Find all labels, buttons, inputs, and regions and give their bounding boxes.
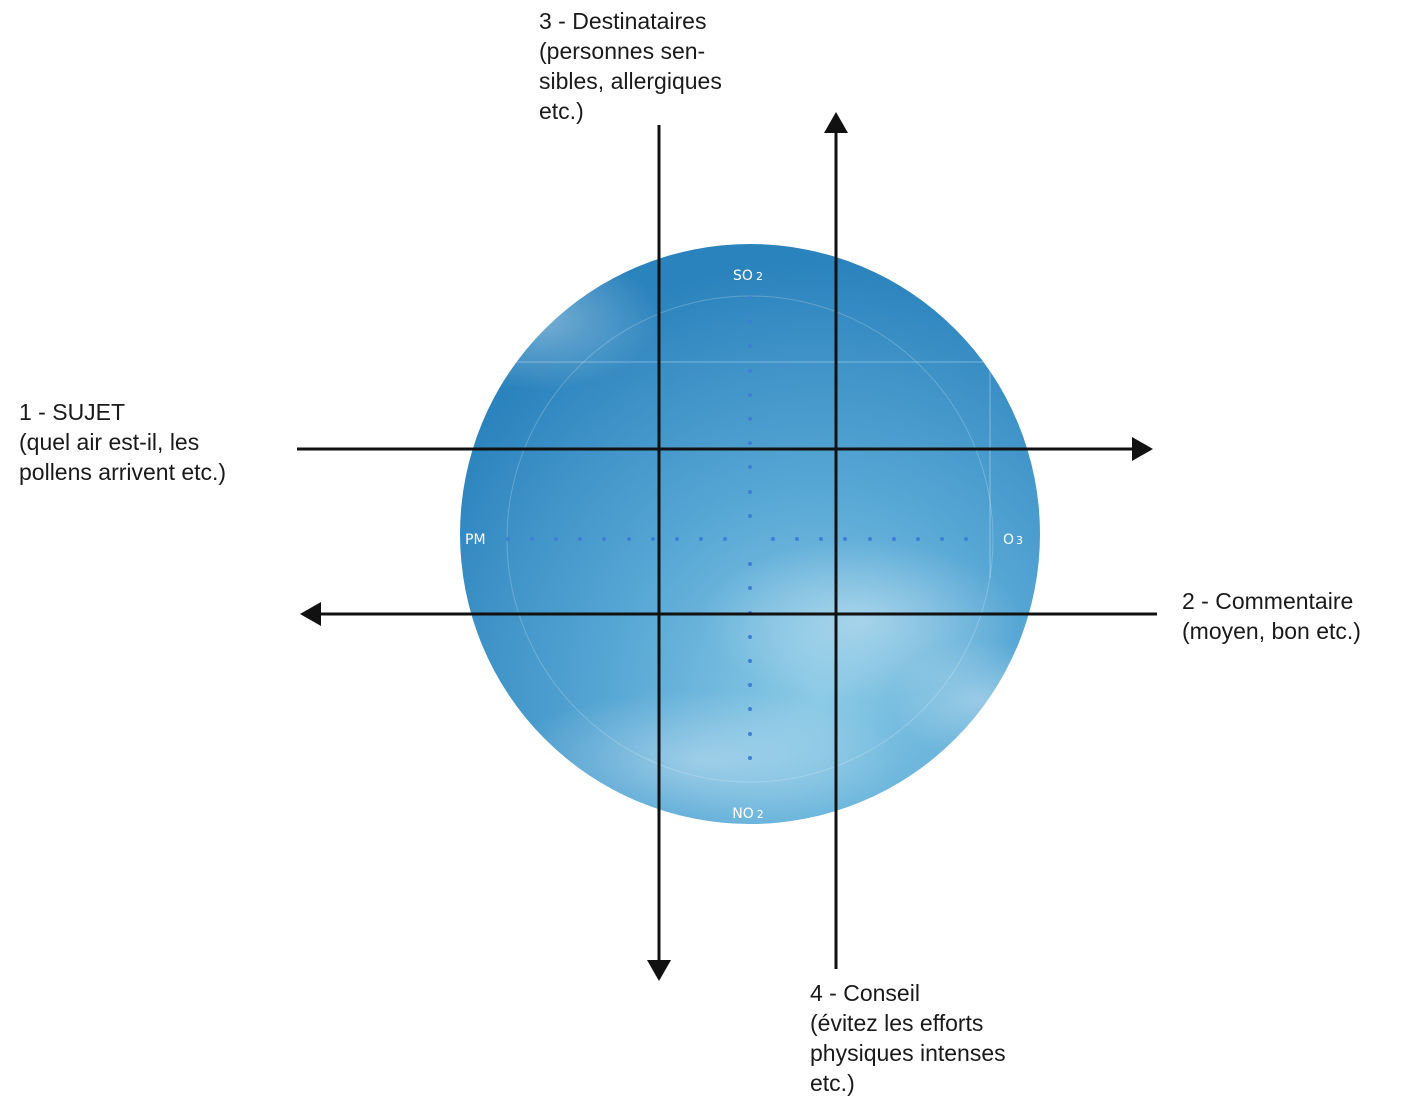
arrow-destinataires: [647, 125, 671, 981]
sky-circle: [460, 244, 1040, 824]
grid-dot: [748, 756, 752, 760]
grid-dot: [964, 537, 968, 541]
grid-dot: [748, 683, 752, 687]
arrow-sujet: [297, 437, 1153, 461]
label-commentaire-line: 2 - Commentaire: [1182, 588, 1354, 614]
grid-dot: [748, 320, 752, 324]
label-destinataires-line: (personnes sen-: [539, 38, 706, 64]
grid-dot: [843, 537, 847, 541]
dotted-cross: [506, 296, 968, 760]
grid-dot: [748, 562, 752, 566]
grid-dot: [506, 537, 510, 541]
grid-dot: [748, 369, 752, 373]
label-conseil-line: (évitez les efforts: [810, 1010, 984, 1036]
grid-dot: [748, 393, 752, 397]
grid-dot: [748, 586, 752, 590]
arrow-commentaire: [300, 602, 1157, 626]
grid-dot: [748, 344, 752, 348]
label-destinataires-line: etc.): [539, 98, 584, 124]
grid-dot: [554, 537, 558, 541]
label-commentaire-line: (moyen, bon etc.): [1182, 618, 1361, 644]
label-conseil-line: etc.): [810, 1070, 855, 1096]
grid-dot: [795, 537, 799, 541]
grid-dot: [748, 514, 752, 518]
label-conseil-line: physiques intenses: [810, 1040, 1006, 1066]
label-sujet-line: 1 - SUJET: [19, 399, 126, 425]
label-sujet: 1 - SUJET (quel air est-il, les pollens …: [19, 397, 226, 487]
label-destinataires: 3 - Destinataires (personnes sen- sibles…: [539, 6, 722, 126]
label-sujet-line: (quel air est-il, les: [19, 429, 200, 455]
grid-dot: [916, 537, 920, 541]
label-sujet-line: pollens arrivent etc.): [19, 459, 227, 485]
grid-dot: [748, 659, 752, 663]
grid-dot: [748, 417, 752, 421]
label-conseil: 4 - Conseil (évitez les efforts physique…: [810, 978, 1006, 1098]
grid-dot: [748, 441, 752, 445]
grid-dot: [748, 490, 752, 494]
label-destinataires-line: sibles, allergiques: [539, 68, 722, 94]
grid-dot: [940, 537, 944, 541]
grid-dot: [578, 537, 582, 541]
grid-dot: [819, 537, 823, 541]
label-destinataires-line: 3 - Destinataires: [539, 8, 707, 34]
arrow-conseil: [824, 112, 848, 969]
label-conseil-line: 4 - Conseil: [810, 980, 920, 1006]
grid-dot: [868, 537, 872, 541]
pollutant-label-pm: PM: [465, 532, 486, 548]
grid-dot: [530, 537, 534, 541]
grid-dot: [771, 537, 775, 541]
grid-dot: [602, 537, 606, 541]
grid-dot: [892, 537, 896, 541]
grid-dot: [723, 537, 727, 541]
grid-dot: [627, 537, 631, 541]
grid-dot: [675, 537, 679, 541]
grid-dot: [748, 732, 752, 736]
grid-dot: [748, 707, 752, 711]
label-commentaire: 2 - Commentaire (moyen, bon etc.): [1182, 586, 1361, 646]
grid-dot: [699, 537, 703, 541]
grid-dot: [748, 635, 752, 639]
grid-dot: [748, 296, 752, 300]
grid-dot: [748, 465, 752, 469]
grid-dot: [651, 537, 655, 541]
